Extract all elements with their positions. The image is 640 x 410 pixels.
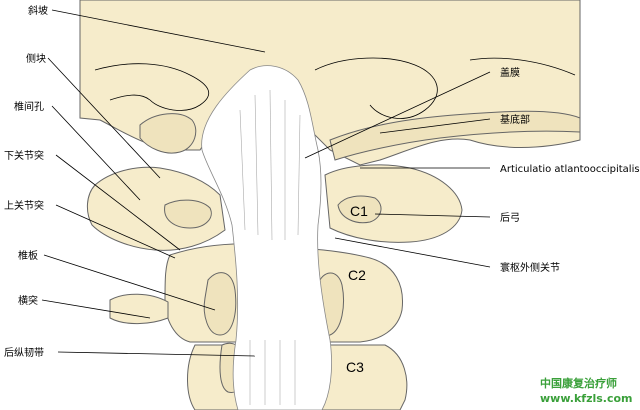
watermark-line2: www.kfzls.com <box>540 392 633 405</box>
basilar-part <box>329 110 581 161</box>
label-jidibu: 基底部 <box>500 113 530 126</box>
label-xiaguanjietu: 下关节突 <box>4 149 44 162</box>
label-hengtu: 横突 <box>18 294 38 307</box>
c1-right-dotted <box>337 195 382 224</box>
occipital-contour-left <box>94 63 210 111</box>
label-xiepo: 斜坡 <box>28 4 48 17</box>
watermark-line1: 中国康复治疗师 <box>540 376 617 390</box>
c2-left-transverse <box>109 293 169 325</box>
vertebra-c2-label: C2 <box>348 267 366 283</box>
vertebra-c1-label: C1 <box>350 203 368 219</box>
leader-lines <box>41 9 491 357</box>
occipital-contour-right <box>314 57 438 119</box>
ligament-fibers <box>239 89 301 405</box>
left-condyle-dotted <box>139 113 197 154</box>
label-articulatio: Articulatio atlantooccipitalis <box>500 164 640 175</box>
occipital-contour-right2 <box>469 57 576 76</box>
label-cekuai: 侧块 <box>26 52 46 65</box>
label-shangguanjietu: 上关节突 <box>4 199 44 212</box>
label-zhuijiankong: 椎间孔 <box>14 100 44 113</box>
label-zhuiban: 椎板 <box>18 249 38 262</box>
label-gaimo: 盖膜 <box>500 66 520 79</box>
tectorial-membrane <box>201 65 332 410</box>
c1-left-dotted <box>164 199 212 229</box>
label-huanshu: 寰枢外侧关节 <box>500 261 560 274</box>
vertebra-c3-label: C3 <box>346 359 364 375</box>
label-houzongrendai: 后纵韧带 <box>4 347 44 359</box>
c1-left-lateral-mass <box>87 166 226 251</box>
label-hougong: 后弓 <box>500 212 520 224</box>
c2-left-dotted <box>203 272 237 336</box>
